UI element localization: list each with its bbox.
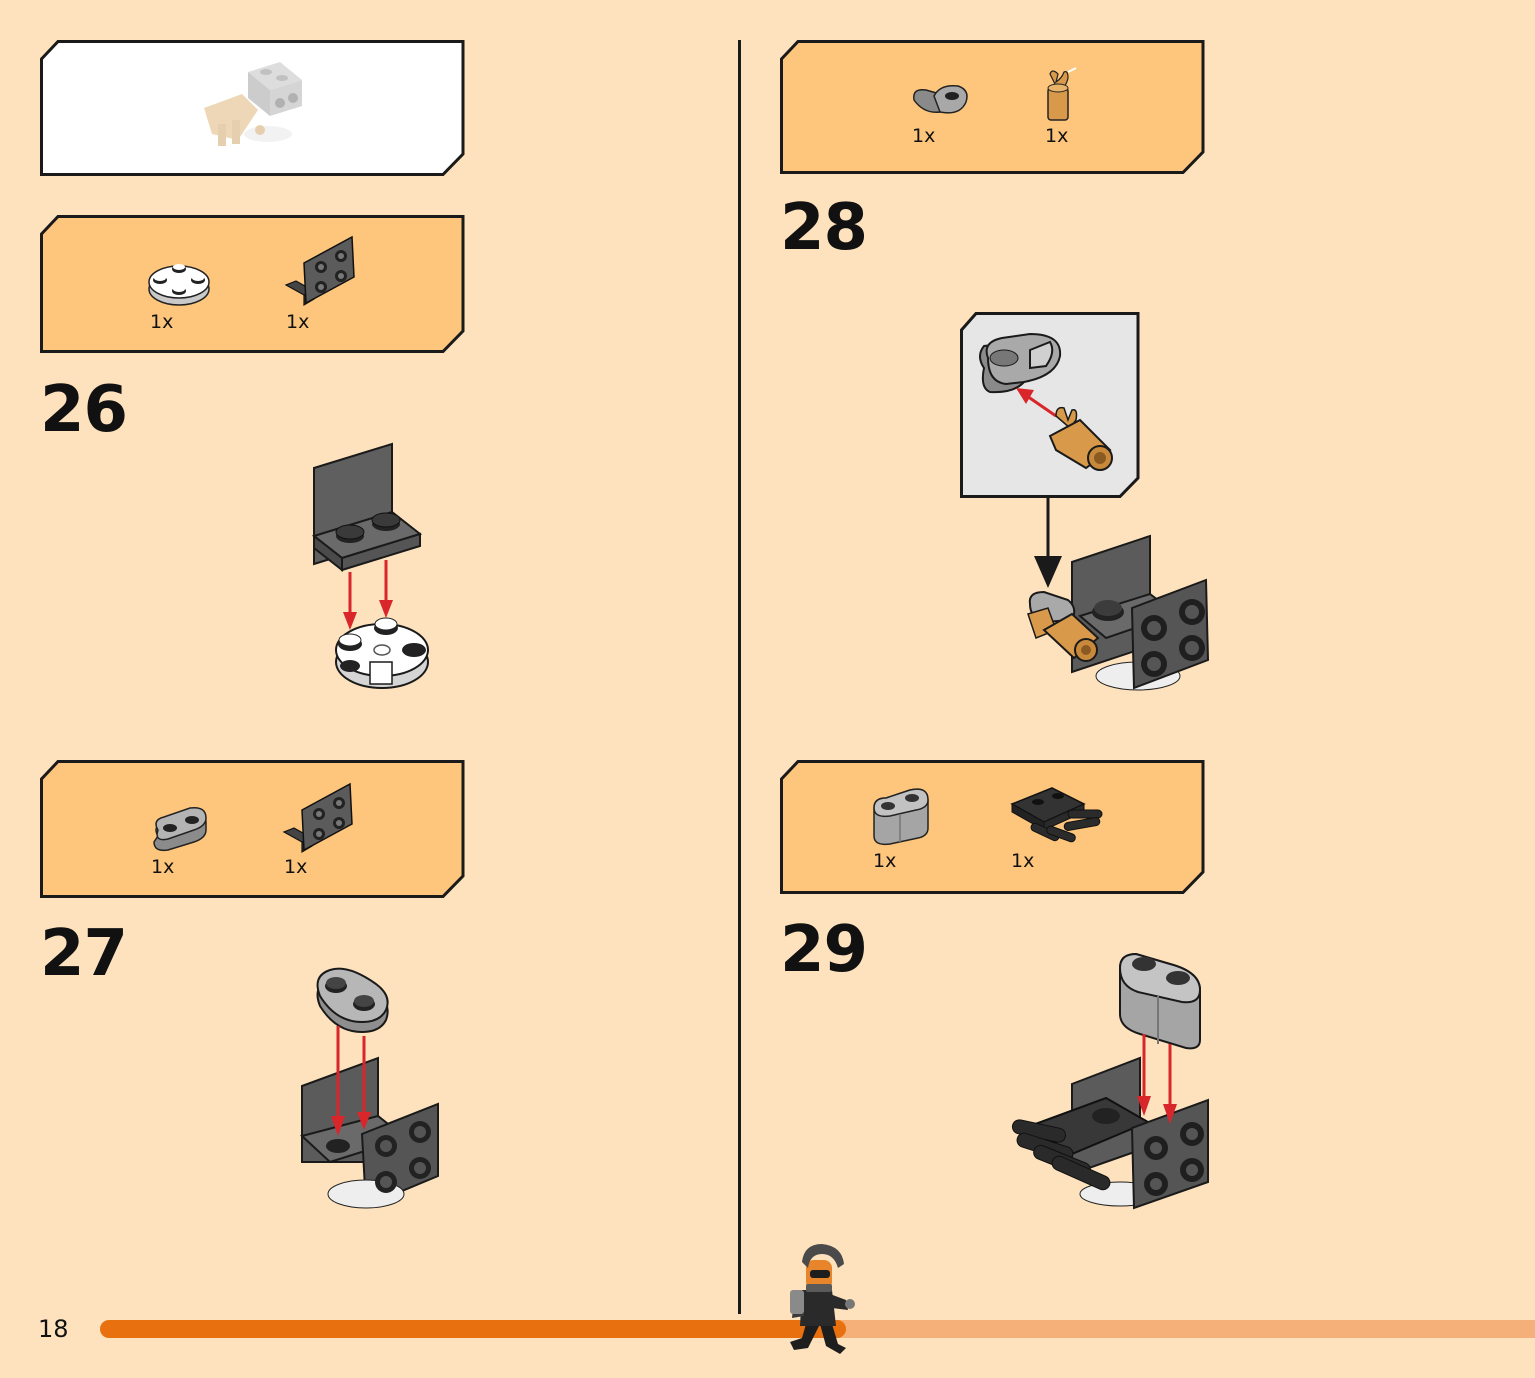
white-round-plate-icon	[148, 264, 210, 306]
step-27-parts-box: 1x 1x	[40, 760, 465, 898]
step-28-build-illustration	[1020, 496, 1220, 696]
step-26-build-illustration	[300, 440, 440, 700]
step-27-part-2-qty: 1x	[284, 856, 308, 878]
step-28-number: 28	[780, 191, 868, 265]
subassembly-preview-icon	[204, 62, 302, 146]
subassembly-preview-box	[40, 40, 465, 176]
step-26-part-1-qty: 1x	[150, 311, 174, 333]
dark-bracket-icon	[284, 235, 355, 307]
step-26-part-2-qty: 1x	[286, 311, 310, 333]
step-27-build-illustration	[296, 966, 446, 1216]
black-claw-plate-icon	[1010, 787, 1103, 843]
dark-bracket-icon	[282, 782, 353, 854]
step-26-parts-box: 1x 1x	[40, 215, 465, 353]
step-26-number: 26	[40, 373, 128, 447]
step-29-part-2-qty: 1x	[1011, 850, 1035, 872]
progress-bar-remaining	[800, 1320, 1535, 1338]
step-27-part-1-qty: 1x	[151, 856, 175, 878]
minifigure-progress-marker-icon	[790, 1244, 855, 1354]
grey-plate-1x2-round-icon	[153, 806, 207, 852]
step-28-parts-box: 1x 1x	[780, 40, 1205, 174]
step-29-build-illustration	[1010, 950, 1220, 1212]
grey-clip-plate-icon	[913, 84, 968, 114]
step-29-number: 29	[780, 913, 868, 987]
page-number: 18	[38, 1315, 69, 1343]
progress-bar-fill	[100, 1320, 846, 1338]
step-29-part-1-qty: 1x	[873, 850, 897, 872]
column-divider	[738, 40, 741, 1314]
step-28-part-2-qty: 1x	[1045, 125, 1069, 147]
step-29-parts-box: 1x 1x	[780, 760, 1205, 894]
step-27-number: 27	[40, 917, 128, 991]
step-28-callout	[960, 312, 1140, 498]
tan-bar-holder-icon	[1047, 67, 1077, 121]
step-28-part-1-qty: 1x	[912, 125, 936, 147]
grey-brick-1x2-rounded-icon	[873, 788, 929, 846]
